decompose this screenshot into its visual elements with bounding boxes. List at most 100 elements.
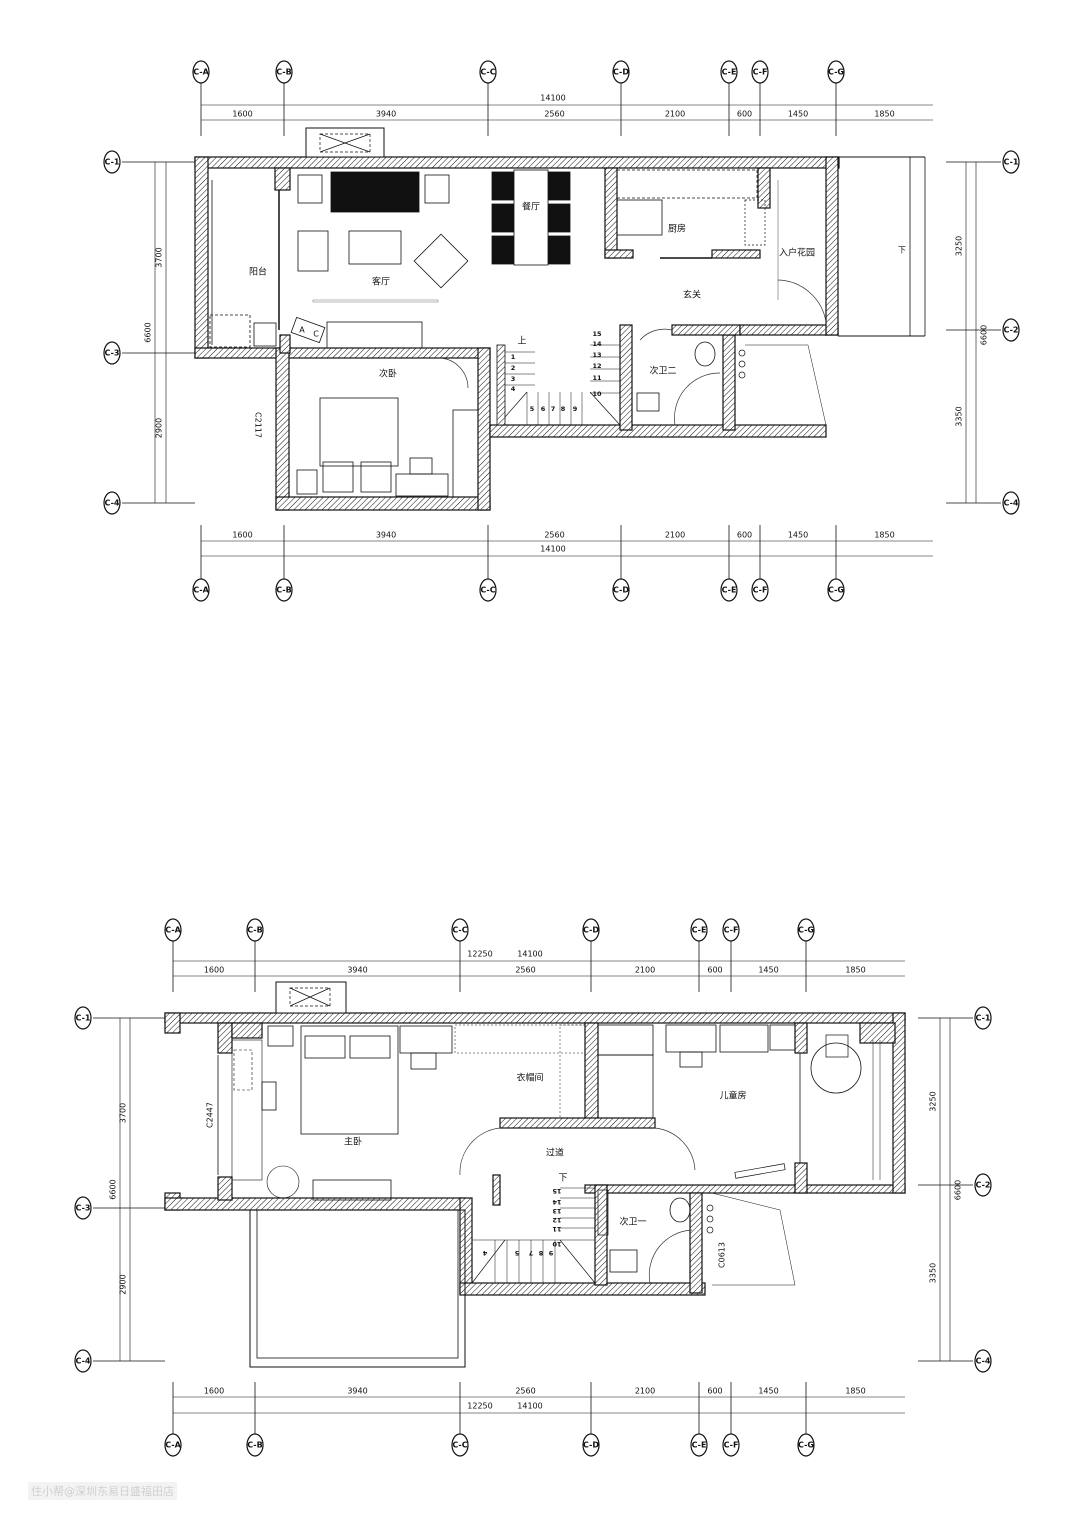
axis-label-bottom-bubble (720, 578, 738, 602)
courtyard-inner (256, 1209, 459, 1359)
wall (604, 249, 634, 259)
small-cabinet (261, 1081, 277, 1111)
axis-label-top: C-A (193, 68, 209, 77)
wall (164, 1012, 906, 1024)
axis-label-left-bubble (103, 491, 121, 515)
pillow-chair (322, 461, 354, 493)
axis-label-top-bubble (827, 60, 845, 84)
stair-down-label: 下 (898, 246, 906, 255)
stair-step-number: 13 (552, 1207, 561, 1215)
stair-step-number: 4 (511, 385, 516, 393)
wall (794, 1022, 808, 1054)
axis-label-left: C-3 (76, 1204, 91, 1213)
room-label-walk-in-closet: 衣帽间 (516, 1072, 543, 1084)
axis-label-top-bubble (164, 918, 182, 942)
dimension-segment: 2100 (665, 531, 685, 540)
dimension-total: 12250 (467, 950, 492, 959)
axis-label-right-bubble (974, 1173, 992, 1197)
axis-label-top-bubble (582, 918, 600, 942)
wall (711, 249, 761, 259)
dining-table (513, 169, 549, 266)
coffee-table (348, 230, 402, 265)
stair-step-number: 8 (561, 405, 566, 413)
axis-label-right: C-2 (1004, 326, 1019, 335)
stair-step-number: 15 (552, 1187, 562, 1195)
side-table (424, 174, 450, 204)
dimension-segment: 1450 (788, 531, 808, 540)
dimension-total: 12250 (467, 1402, 492, 1411)
wall (489, 424, 827, 438)
stair-step-number: 1 (511, 353, 516, 361)
master-door-swing (459, 1127, 501, 1176)
fan-circle (266, 1165, 300, 1199)
dimension-right: 3350 (955, 406, 964, 426)
round-table (810, 1042, 862, 1094)
stair-step-number: 15 (592, 330, 602, 338)
wall (859, 1022, 896, 1044)
axis-label-bottom-bubble (690, 1433, 708, 1457)
axis-label-right: C-4 (1004, 499, 1019, 508)
dimension-segment: 2560 (515, 966, 535, 975)
window-seat (233, 1049, 253, 1091)
kids-chair (679, 1051, 703, 1068)
wall (459, 1197, 473, 1294)
axis-label-left-bubble (74, 1006, 92, 1030)
entry-door-swing (777, 279, 827, 323)
wall (722, 334, 736, 431)
axis-label-bottom-bubble (797, 1433, 815, 1457)
tv-cabinet (312, 1179, 392, 1201)
axis-label-bottom: C-A (165, 1441, 181, 1450)
room-label-first-bathroom: 次卫一 (619, 1216, 646, 1228)
wall (671, 324, 741, 336)
axis-label-top: C-E (722, 68, 737, 77)
dimension-segment: 2560 (515, 1387, 535, 1396)
ac-x (289, 987, 331, 1007)
axis-label-top: C-F (724, 926, 739, 935)
dimension-left: 3700 (119, 1103, 128, 1123)
wall (492, 1174, 501, 1206)
axis-label-bottom: C-G (798, 1441, 814, 1450)
storage-outline (711, 1192, 796, 1286)
dining-chair (547, 203, 571, 233)
axis-label-bottom-bubble (275, 578, 293, 602)
rug-edge (312, 299, 439, 303)
dimension-right: 3250 (929, 1091, 938, 1111)
dimension-right: 3250 (955, 236, 964, 256)
bath-door-swing (639, 328, 673, 341)
axis-label-bottom: C-F (724, 1441, 739, 1450)
dimension-segment: 600 (707, 966, 722, 975)
stair-diagonal (559, 1239, 596, 1284)
dimension-segment: 1850 (845, 1387, 865, 1396)
dimension-segment: 2560 (544, 531, 564, 540)
axis-label-left: C-1 (76, 1014, 91, 1023)
axis-label-bottom-bubble (192, 578, 210, 602)
axis-label-bottom: C-A (193, 586, 209, 595)
stair-step-number: 6 (541, 405, 546, 413)
stair-step-number: 7 (529, 1249, 534, 1257)
room-label-master-bedroom: 主卧 (344, 1136, 362, 1148)
axis-label-top-bubble (720, 60, 738, 84)
pillow-chair (304, 1035, 346, 1059)
stair-up-label: 上 (517, 336, 526, 347)
dimension-left: 6600 (109, 1179, 118, 1199)
wall (794, 1162, 808, 1194)
stair-step-number: 9 (548, 1249, 553, 1257)
axis-label-left-bubble (103, 341, 121, 365)
stair-step-number: 2 (511, 364, 516, 372)
dining-chair (491, 203, 515, 233)
dimension-segment: 3940 (347, 1387, 367, 1396)
side-table (297, 174, 323, 204)
axis-label-left: C-4 (76, 1357, 91, 1366)
axis-label-top: C-C (480, 68, 495, 77)
axis-label-bottom: C-D (613, 586, 629, 595)
axis-label-right-bubble (974, 1006, 992, 1030)
axis-label-top: C-A (165, 926, 181, 935)
stair-step-number: 12 (552, 1216, 561, 1224)
stair-wall (496, 344, 506, 426)
axis-label-right-bubble (1002, 491, 1020, 515)
armchair (297, 230, 329, 272)
wall (194, 156, 209, 359)
axis-label-top-bubble (612, 60, 630, 84)
axis-label-bottom: C-B (247, 1441, 262, 1450)
axis-label-right: C-1 (976, 1014, 991, 1023)
